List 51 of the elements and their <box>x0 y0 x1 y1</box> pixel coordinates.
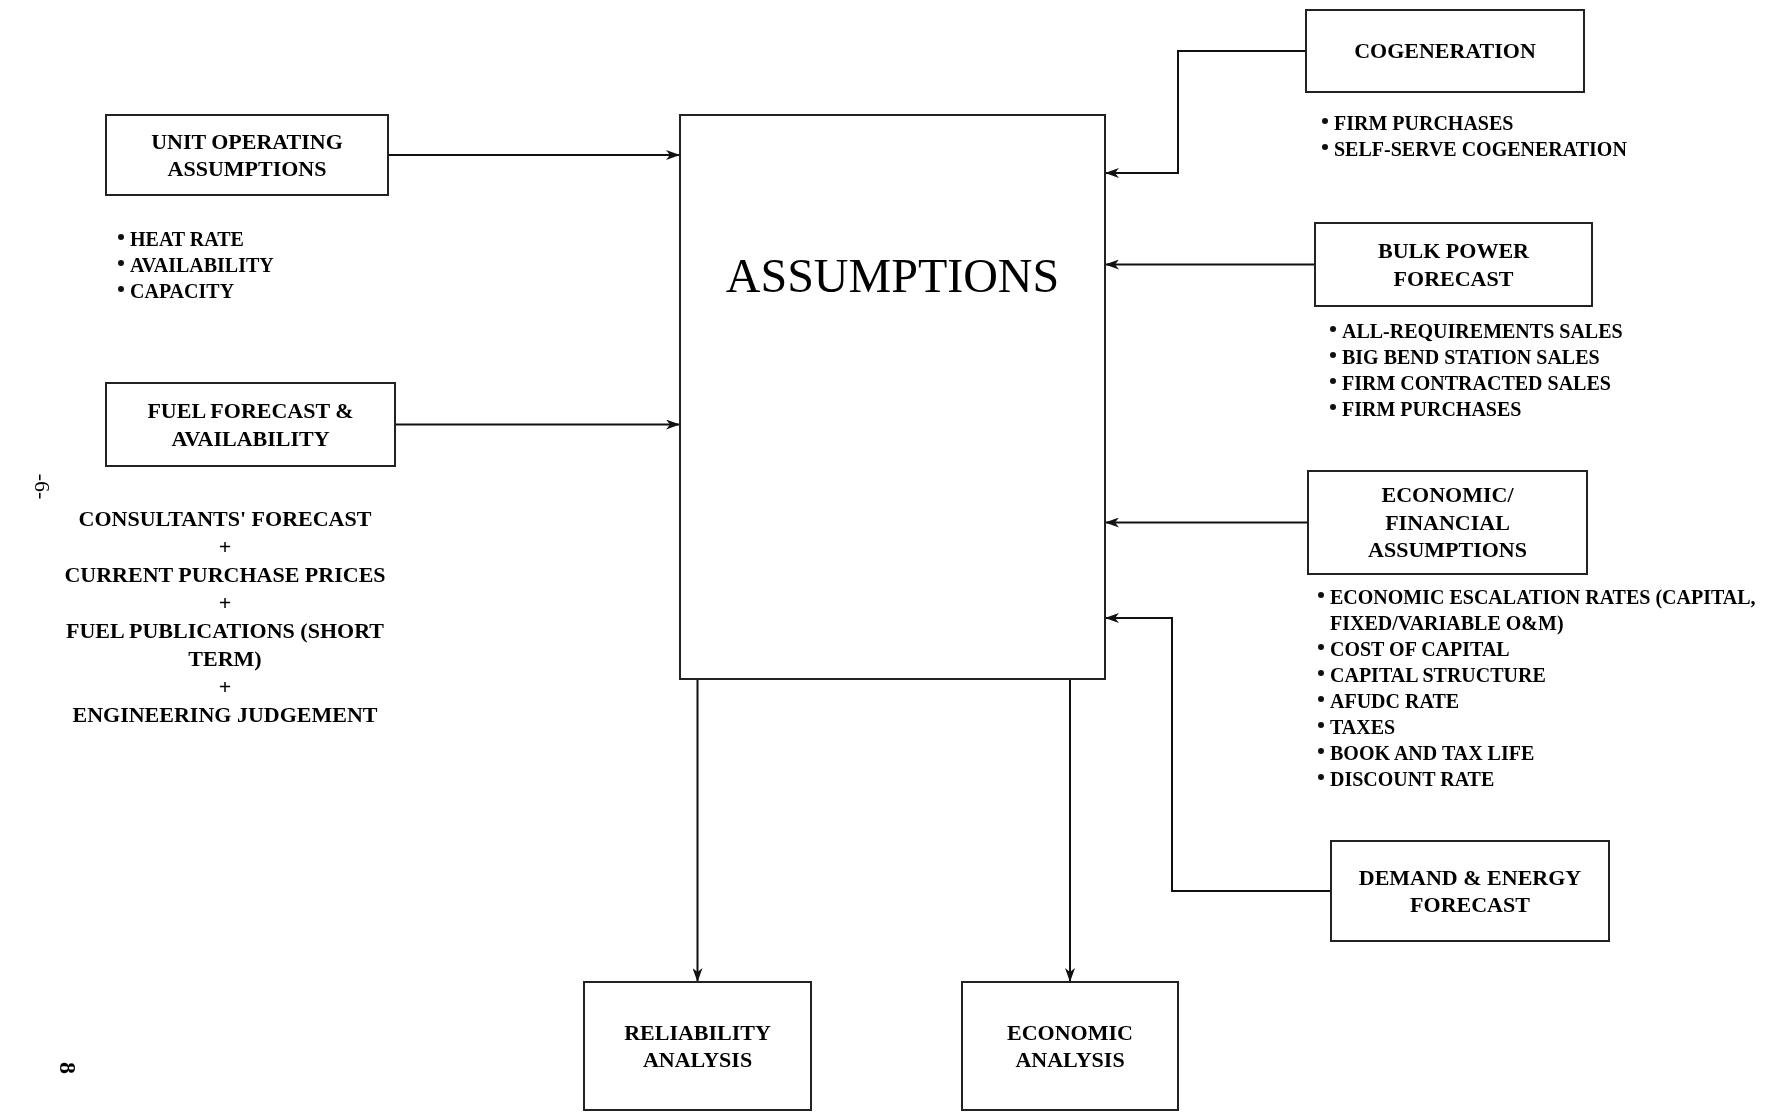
list-item-text: ECONOMIC ESCALATION RATES (CAPITAL, FIXED/VARIABLE O&M) <box>1330 585 1757 636</box>
arrow <box>388 150 680 160</box>
arrow <box>395 419 680 430</box>
plus-sign: + <box>218 533 232 561</box>
box-label: BULK POWER FORECAST <box>1377 237 1530 292</box>
list-item-text: BOOK AND TAX LIFE <box>1330 741 1535 766</box>
box-label: ASSUMPTIONS <box>724 248 1061 304</box>
arrow <box>1105 50 1306 178</box>
box-label: UNIT OPERATING ASSUMPTIONS <box>150 127 344 183</box>
process-box <box>105 382 396 467</box>
process-box <box>105 114 389 196</box>
process-box <box>1305 9 1585 93</box>
list-item-text: BIG BEND STATION SALES <box>1342 345 1600 370</box>
main-box <box>679 114 1106 680</box>
list-item-text: AFUDC RATE <box>1330 689 1460 714</box>
source-text: CONSULTANTS' FORECAST <box>78 505 372 533</box>
box-label: ECONOMIC/ FINANCIAL ASSUMPTIONS <box>1367 481 1528 564</box>
list-item-text: SELF-SERVE COGENERATION <box>1334 137 1627 162</box>
process-box <box>1314 222 1593 307</box>
process-box <box>961 981 1179 1111</box>
process-box <box>583 981 812 1111</box>
box-label: COGENERATION <box>1353 37 1537 65</box>
list-item-text: AVAILABILITY <box>130 253 274 278</box>
list-item-text: HEAT RATE <box>130 227 244 252</box>
box-label: ECONOMIC ANALYSIS <box>1006 1018 1134 1074</box>
list-item-text: FIRM CONTRACTED SALES <box>1342 371 1611 396</box>
arrow <box>1105 259 1315 270</box>
source-text: ENGINEERING JUDGEMENT <box>72 701 378 729</box>
list-item-text: FIRM PURCHASES <box>1342 397 1522 422</box>
arrow <box>1105 613 1331 892</box>
source-text: FUEL PUBLICATIONS (SHORT TERM) <box>65 617 385 673</box>
plus-sign: + <box>218 673 232 701</box>
list-item-text: DISCOUNT RATE <box>1330 767 1495 792</box>
page-number: -6- <box>29 473 57 500</box>
arrow <box>1105 517 1308 528</box>
list-item-text: ALL-REQUIREMENTS SALES <box>1342 319 1623 344</box>
page-mark: 8 <box>54 1062 82 1074</box>
box-label: DEMAND & ENERGY FORECAST <box>1357 863 1583 919</box>
source-text: CURRENT PURCHASE PRICES <box>64 561 386 589</box>
list-item-text: TAXES <box>1330 715 1396 740</box>
box-label: RELIABILITY ANALYSIS <box>623 1018 772 1074</box>
process-box <box>1330 840 1610 942</box>
arrow <box>692 679 703 982</box>
arrow <box>1065 679 1075 982</box>
list-item-text: CAPITAL STRUCTURE <box>1330 663 1546 688</box>
list-item-text: COST OF CAPITAL <box>1330 637 1510 662</box>
box-label: FUEL FORECAST & AVAILABILITY <box>146 397 355 452</box>
process-box <box>1307 470 1588 575</box>
plus-sign: + <box>218 589 232 617</box>
list-item-text: CAPACITY <box>130 279 235 304</box>
list-item-text: FIRM PURCHASES <box>1334 111 1514 136</box>
